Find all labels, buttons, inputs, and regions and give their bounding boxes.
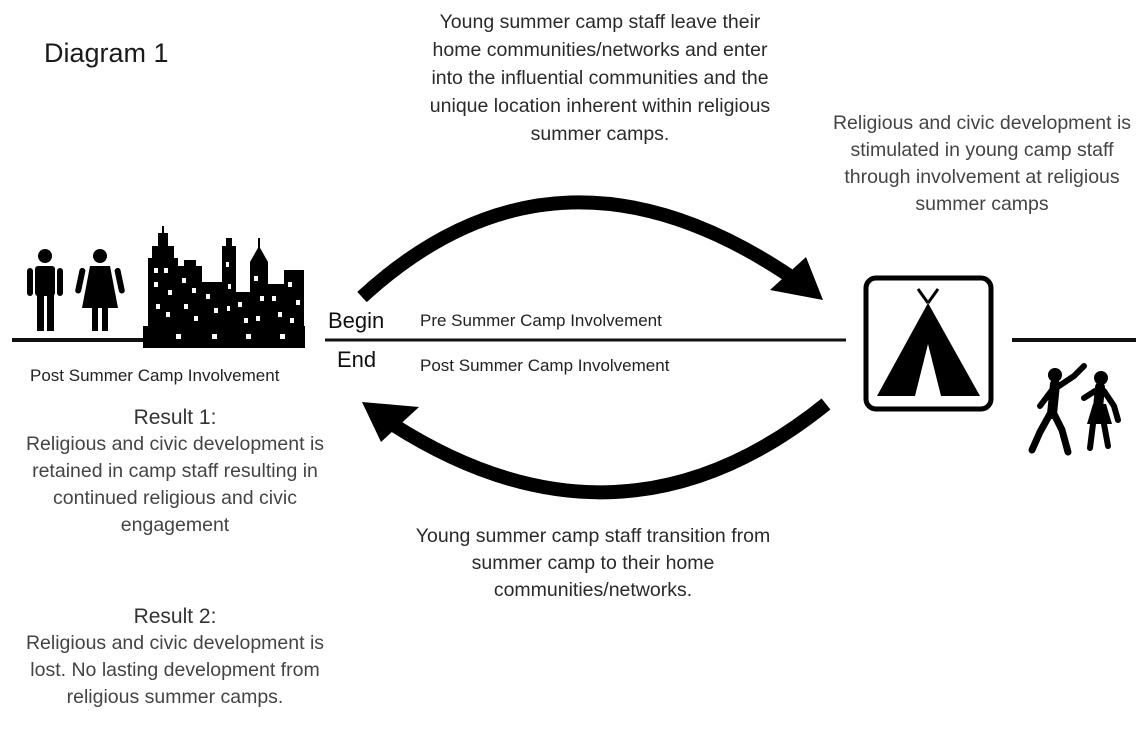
result-2-body: Religious and civic development is lost.… (25, 632, 325, 708)
people-icon (27, 249, 125, 331)
pre-camp-stage-label: Pre Summer Camp Involvement (420, 311, 662, 330)
tent-icon (863, 275, 994, 412)
post-camp-left-label: Post Summer Camp Involvement (30, 366, 280, 385)
bottom-arrow (362, 398, 831, 500)
result-1-body: Religious and civic development is retai… (25, 433, 325, 536)
camp-stage-description: Religious and civic development is stimu… (832, 112, 1132, 215)
result-2: Result 2: Religious and civic developmen… (20, 604, 330, 711)
city-skyline-icon (143, 226, 305, 348)
result-1: Result 1: Religious and civic developmen… (20, 405, 330, 539)
end-label: End (337, 347, 377, 372)
bottom-arrow-description: Young summer camp staff transition from … (415, 525, 771, 601)
result-1-title: Result 1: (133, 406, 217, 429)
begin-label: Begin (328, 308, 385, 333)
diagram-title: Diagram 1 (44, 38, 169, 68)
top-arrow (357, 195, 823, 303)
post-camp-stage-label: Post Summer Camp Involvement (420, 356, 670, 375)
dancing-people-icon (1028, 363, 1121, 456)
result-2-title: Result 2: (133, 605, 217, 628)
top-arrow-description: Young summer camp staff leave their home… (429, 11, 771, 145)
